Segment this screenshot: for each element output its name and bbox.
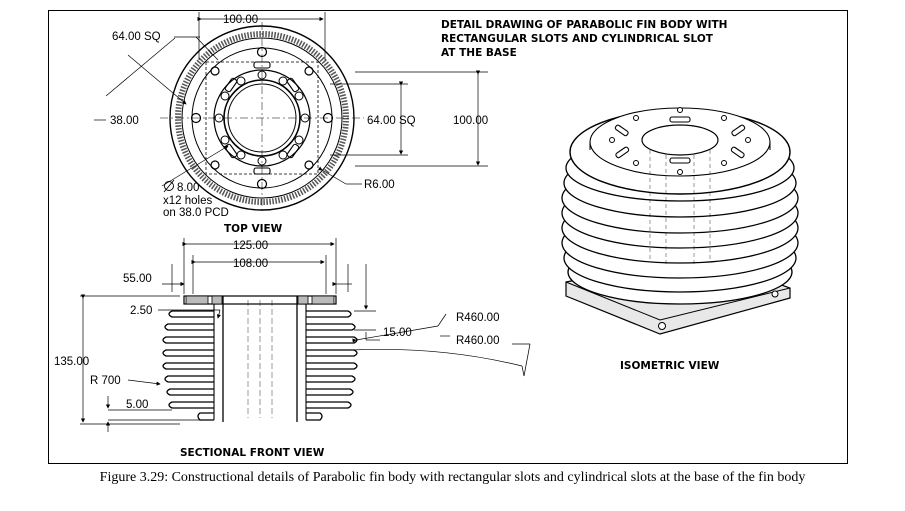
- dim-inner-width: 108.00: [233, 258, 268, 270]
- hub-ring: [213, 69, 311, 167]
- dim-height: 135.00: [54, 356, 89, 368]
- left-fins: [162, 310, 214, 421]
- dim-holes-count: x12 holes: [163, 195, 212, 207]
- rectangular-slots: [224, 61, 300, 175]
- isometric-holes: [609, 107, 751, 175]
- dim-hole-diameter: 8.00: [177, 182, 199, 194]
- top-bore: [641, 124, 719, 156]
- dim-radius-38: 38.00: [110, 115, 139, 127]
- top-view-dimensions: [94, 12, 488, 187]
- dim-corner-radius: R6.00: [364, 179, 395, 191]
- title-line-2: RECTANGULAR SLOTS AND CYLINDRICAL SLOT: [441, 33, 714, 45]
- isometric-view-label: ISOMETRIC VIEW: [620, 360, 720, 372]
- front-view-dim-labels: 125.00 108.00 55.00 2.50 15.00 R460.00 R…: [54, 240, 499, 459]
- dim-base-radius: R 700: [90, 375, 121, 387]
- dim-holes-pcd: on 38.0 PCD: [163, 207, 229, 219]
- front-view-label: SECTIONAL FRONT VIEW: [180, 447, 325, 459]
- drawing-title: DETAIL DRAWING OF PARABOLIC FIN BODY WIT…: [441, 19, 727, 59]
- title-line-1: DETAIL DRAWING OF PARABOLIC FIN BODY WIT…: [441, 19, 727, 31]
- isometric-view: [561, 107, 799, 335]
- dim-square-left: 64.00 SQ: [112, 31, 161, 43]
- dim-fin-radius-1: R460.00: [456, 312, 499, 324]
- diameter-symbol-icon: [163, 179, 175, 193]
- bore-ring: [223, 79, 301, 157]
- dim-height-right: 100.00: [453, 115, 488, 127]
- top-view-label: TOP VIEW: [224, 223, 283, 235]
- top-view-dim-labels: 100.00 64.00 SQ 38.00 64.00 SQ 100.00 R6…: [110, 14, 488, 235]
- front-view-dimensions: [80, 238, 531, 432]
- corner-holes: [190, 46, 334, 190]
- title-line-3: AT THE BASE: [441, 47, 517, 59]
- dim-flange: 55.00: [123, 273, 152, 285]
- figure-caption: Figure 3.29: Constructional details of P…: [99, 470, 806, 485]
- dim-width-top: 100.00: [223, 14, 258, 26]
- right-fins: [306, 310, 358, 421]
- dim-square-right: 64.00 SQ: [367, 115, 416, 127]
- dim-bottom: 5.00: [126, 399, 148, 411]
- isometric-slots: [614, 116, 746, 164]
- dim-fin-gap: 15.00: [383, 327, 412, 339]
- bore-inner: [227, 83, 297, 153]
- dim-fin-radius-2: R460.00: [456, 335, 499, 347]
- knurl-ring: [175, 31, 349, 205]
- front-view: [162, 295, 358, 422]
- dim-outer-width: 125.00: [233, 240, 268, 252]
- dim-thickness: 2.50: [130, 305, 152, 317]
- top-view: [160, 22, 364, 214]
